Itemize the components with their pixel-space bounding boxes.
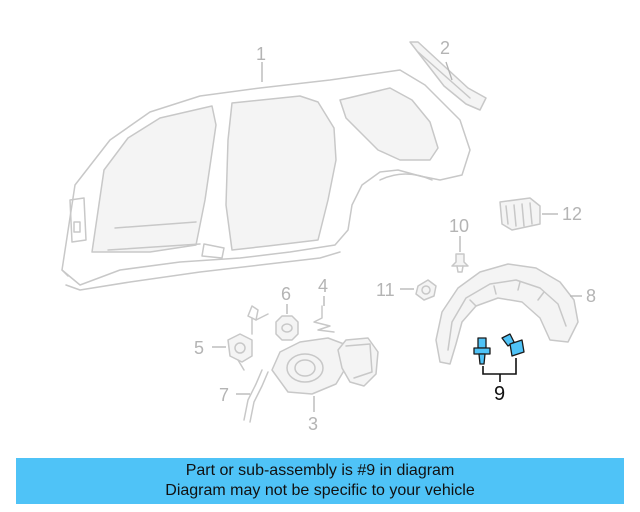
callout-7: 7 bbox=[219, 385, 229, 405]
callout-1: 1 bbox=[256, 44, 266, 64]
callout-2: 2 bbox=[440, 38, 450, 58]
callout-5: 5 bbox=[194, 338, 204, 358]
part-10-push-pin bbox=[451, 236, 469, 273]
part-11-clip bbox=[400, 279, 437, 301]
part-5-fuel-door-actuator bbox=[212, 305, 269, 371]
part-3-fuel-door-housing bbox=[271, 337, 379, 412]
part-7-drain-tube bbox=[236, 369, 269, 423]
callout-8: 8 bbox=[586, 286, 596, 306]
part-12-pressure-vent bbox=[499, 197, 558, 231]
banner-line-part-number: Part or sub-assembly is #9 in diagram bbox=[185, 462, 455, 479]
callout-6: 6 bbox=[281, 284, 291, 304]
part-1-body-side-panel bbox=[61, 62, 471, 291]
part-6-grommet bbox=[275, 304, 299, 341]
part-2-roof-molding bbox=[409, 41, 487, 111]
part-9-fasteners bbox=[473, 333, 525, 382]
part-8-wheelhouse-liner bbox=[435, 263, 582, 365]
callout-11: 11 bbox=[376, 280, 395, 300]
banner-line-disclaimer: Diagram may not be specific to your vehi… bbox=[165, 482, 475, 499]
callout-10: 10 bbox=[449, 216, 469, 236]
callout-3: 3 bbox=[308, 414, 318, 434]
callout-12: 12 bbox=[562, 204, 582, 224]
info-banner: Part or sub-assembly is #9 in diagram Di… bbox=[16, 458, 624, 504]
callout-labels: 1 2 3 4 5 6 7 8 9 10 11 12 bbox=[194, 38, 596, 434]
callout-4: 4 bbox=[318, 276, 328, 296]
part-4-spring-clip bbox=[313, 296, 335, 333]
callout-9: 9 bbox=[494, 383, 505, 405]
